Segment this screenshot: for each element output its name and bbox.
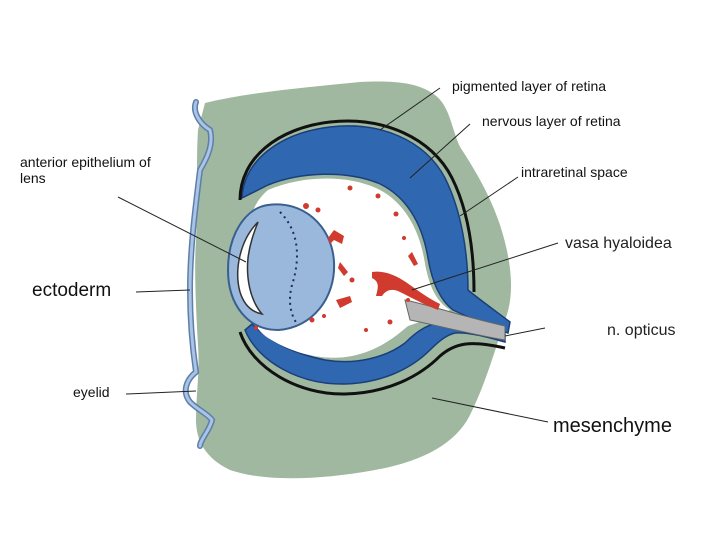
label-anterior-epithelium: anterior epithelium of lens <box>20 154 151 187</box>
vessel-dot-5 <box>393 211 399 217</box>
vessel-dot-1 <box>303 203 309 209</box>
vessel-dot-2 <box>315 207 321 213</box>
lens <box>226 203 336 332</box>
leader-nervous <box>409 123 471 179</box>
hyaloid-vessels <box>254 185 440 332</box>
leader-n-opticus <box>504 327 546 337</box>
ectoderm-layer-inner <box>184 100 214 448</box>
vessel-branch-4 <box>408 252 418 266</box>
vessel-main <box>372 271 440 310</box>
label-vasa-hyaloidea: vasa hyaloidea <box>565 235 672 252</box>
leader-pigmented <box>379 87 441 131</box>
lens-anterior-epithelium <box>237 221 264 316</box>
lower-pigmented-line <box>238 331 506 396</box>
vessel-dot-4 <box>375 193 381 199</box>
vessel-dot-10 <box>364 328 368 332</box>
upper-pigmented-line <box>238 119 476 293</box>
leader-anterior-epithelium <box>117 196 247 263</box>
label-mesenchyme: mesenchyme <box>553 415 672 437</box>
vessel-dot-8 <box>309 317 315 323</box>
vessel-dot-11 <box>387 319 393 325</box>
leader-lines <box>117 87 559 423</box>
vessel-dot-13 <box>254 326 258 330</box>
leader-intraretinal <box>459 176 519 217</box>
label-eyelid: eyelid <box>73 384 110 400</box>
label-n-opticus: n. opticus <box>607 322 676 339</box>
vessel-dot-6 <box>402 236 406 240</box>
lower-retina <box>244 321 506 385</box>
leader-eyelid <box>125 390 197 395</box>
label-intraretinal-space: intraretinal space <box>521 164 628 180</box>
vessel-dot-7 <box>349 277 355 283</box>
vessel-branch-1 <box>328 230 344 244</box>
vessel-dot-12 <box>406 298 410 302</box>
label-nervous-layer: nervous layer of retina <box>482 113 621 129</box>
label-ectoderm: ectoderm <box>32 280 112 301</box>
vessel-branch-3 <box>336 296 352 308</box>
label-pigmented-layer: pigmented layer of retina <box>452 78 607 94</box>
vessel-dot-3 <box>347 185 353 191</box>
leader-vasa <box>411 242 559 291</box>
vessel-dot-9 <box>322 314 326 318</box>
leader-mesenchyme <box>431 397 549 423</box>
vessel-branch-2 <box>338 262 348 276</box>
upper-retina <box>241 125 511 335</box>
leader-ectoderm <box>135 289 191 293</box>
